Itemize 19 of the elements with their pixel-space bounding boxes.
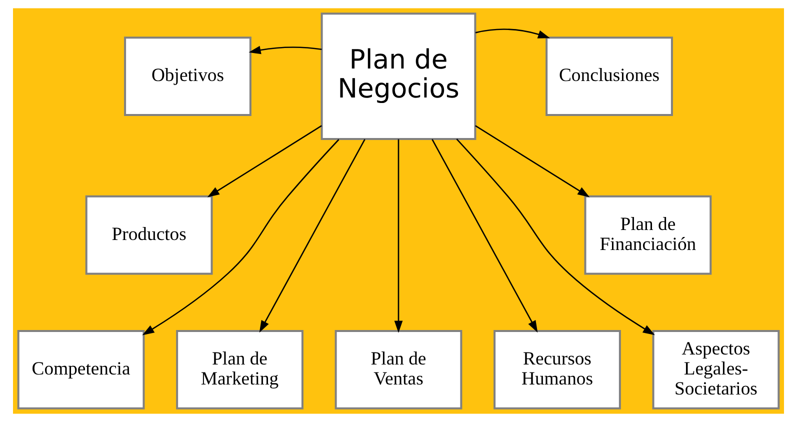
node-box: Recursos Humanos [494, 330, 621, 410]
node-box: Productos [85, 195, 213, 275]
arrow [207, 125, 322, 198]
node-box: Plan de Ventas [334, 330, 462, 410]
node-box: Conclusiones [546, 36, 673, 116]
node-box: Objetivos [124, 36, 252, 116]
arrow [394, 139, 403, 333]
node-box: Plan de Financiación [584, 195, 712, 275]
arrow [456, 138, 655, 336]
arrow [432, 138, 538, 333]
node-box: Aspectos Legales-Societarios [652, 330, 780, 410]
node-box: Plan de Negocios [320, 12, 476, 140]
arrow [475, 125, 590, 198]
node-box: Plan de Marketing [176, 330, 304, 410]
arrow [248, 46, 322, 54]
arrow [475, 28, 550, 38]
node-box: Competencia [17, 330, 145, 410]
arrow [142, 139, 340, 336]
arrow [259, 138, 366, 333]
